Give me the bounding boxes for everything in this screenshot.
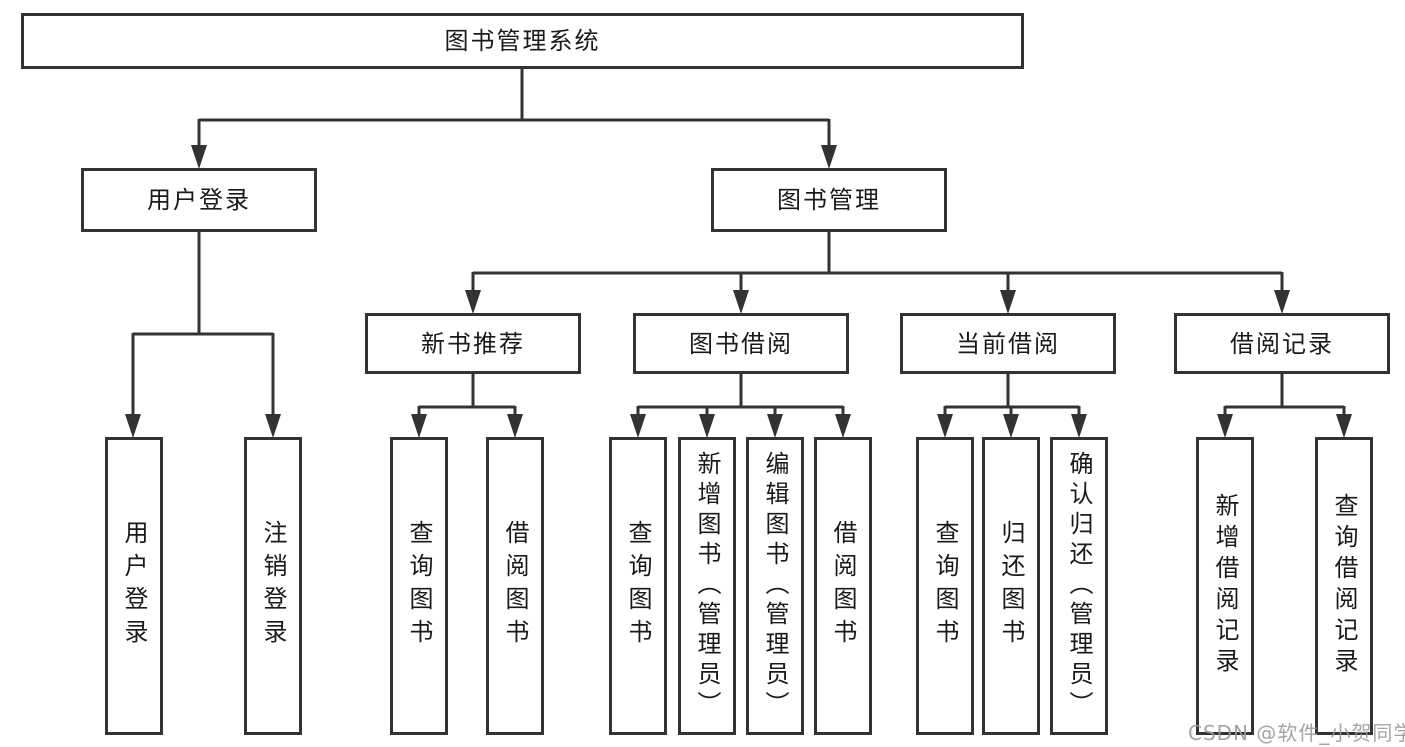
node-new-book-recommend: 新书推荐	[365, 313, 581, 374]
node-book-borrowing: 图书借阅	[633, 313, 849, 374]
node-leaf-user-login: 用户登录	[105, 437, 163, 735]
node-leaf-add-books-admin: 新增图书（管理员）	[678, 437, 736, 735]
node-library-management-system: 图书管理系统	[21, 13, 1024, 69]
node-leaf-query-books-current: 查询图书	[916, 437, 974, 735]
node-leaf-borrow-books-borrowing: 借阅图书	[814, 437, 872, 735]
node-leaf-add-borrow-record: 新增借阅记录	[1196, 437, 1254, 735]
csdn-watermark: CSDN @软件_小贺同学	[1188, 721, 1405, 745]
node-leaf-edit-books-admin: 编辑图书（管理员）	[746, 437, 804, 735]
node-current-borrowing: 当前借阅	[900, 313, 1116, 374]
node-leaf-logout: 注销登录	[244, 437, 302, 735]
node-leaf-confirm-return-admin: 确认归还（管理员）	[1050, 437, 1108, 735]
node-leaf-borrow-books-recommend: 借阅图书	[486, 437, 544, 735]
node-user-login: 用户登录	[81, 168, 317, 232]
node-book-management: 图书管理	[711, 168, 947, 232]
node-borrowing-records: 借阅记录	[1174, 313, 1390, 374]
node-leaf-query-books-borrowing: 查询图书	[609, 437, 667, 735]
node-leaf-query-books-recommend: 查询图书	[390, 437, 448, 735]
node-leaf-return-books: 归还图书	[982, 437, 1040, 735]
node-leaf-query-borrow-record: 查询借阅记录	[1315, 437, 1373, 735]
